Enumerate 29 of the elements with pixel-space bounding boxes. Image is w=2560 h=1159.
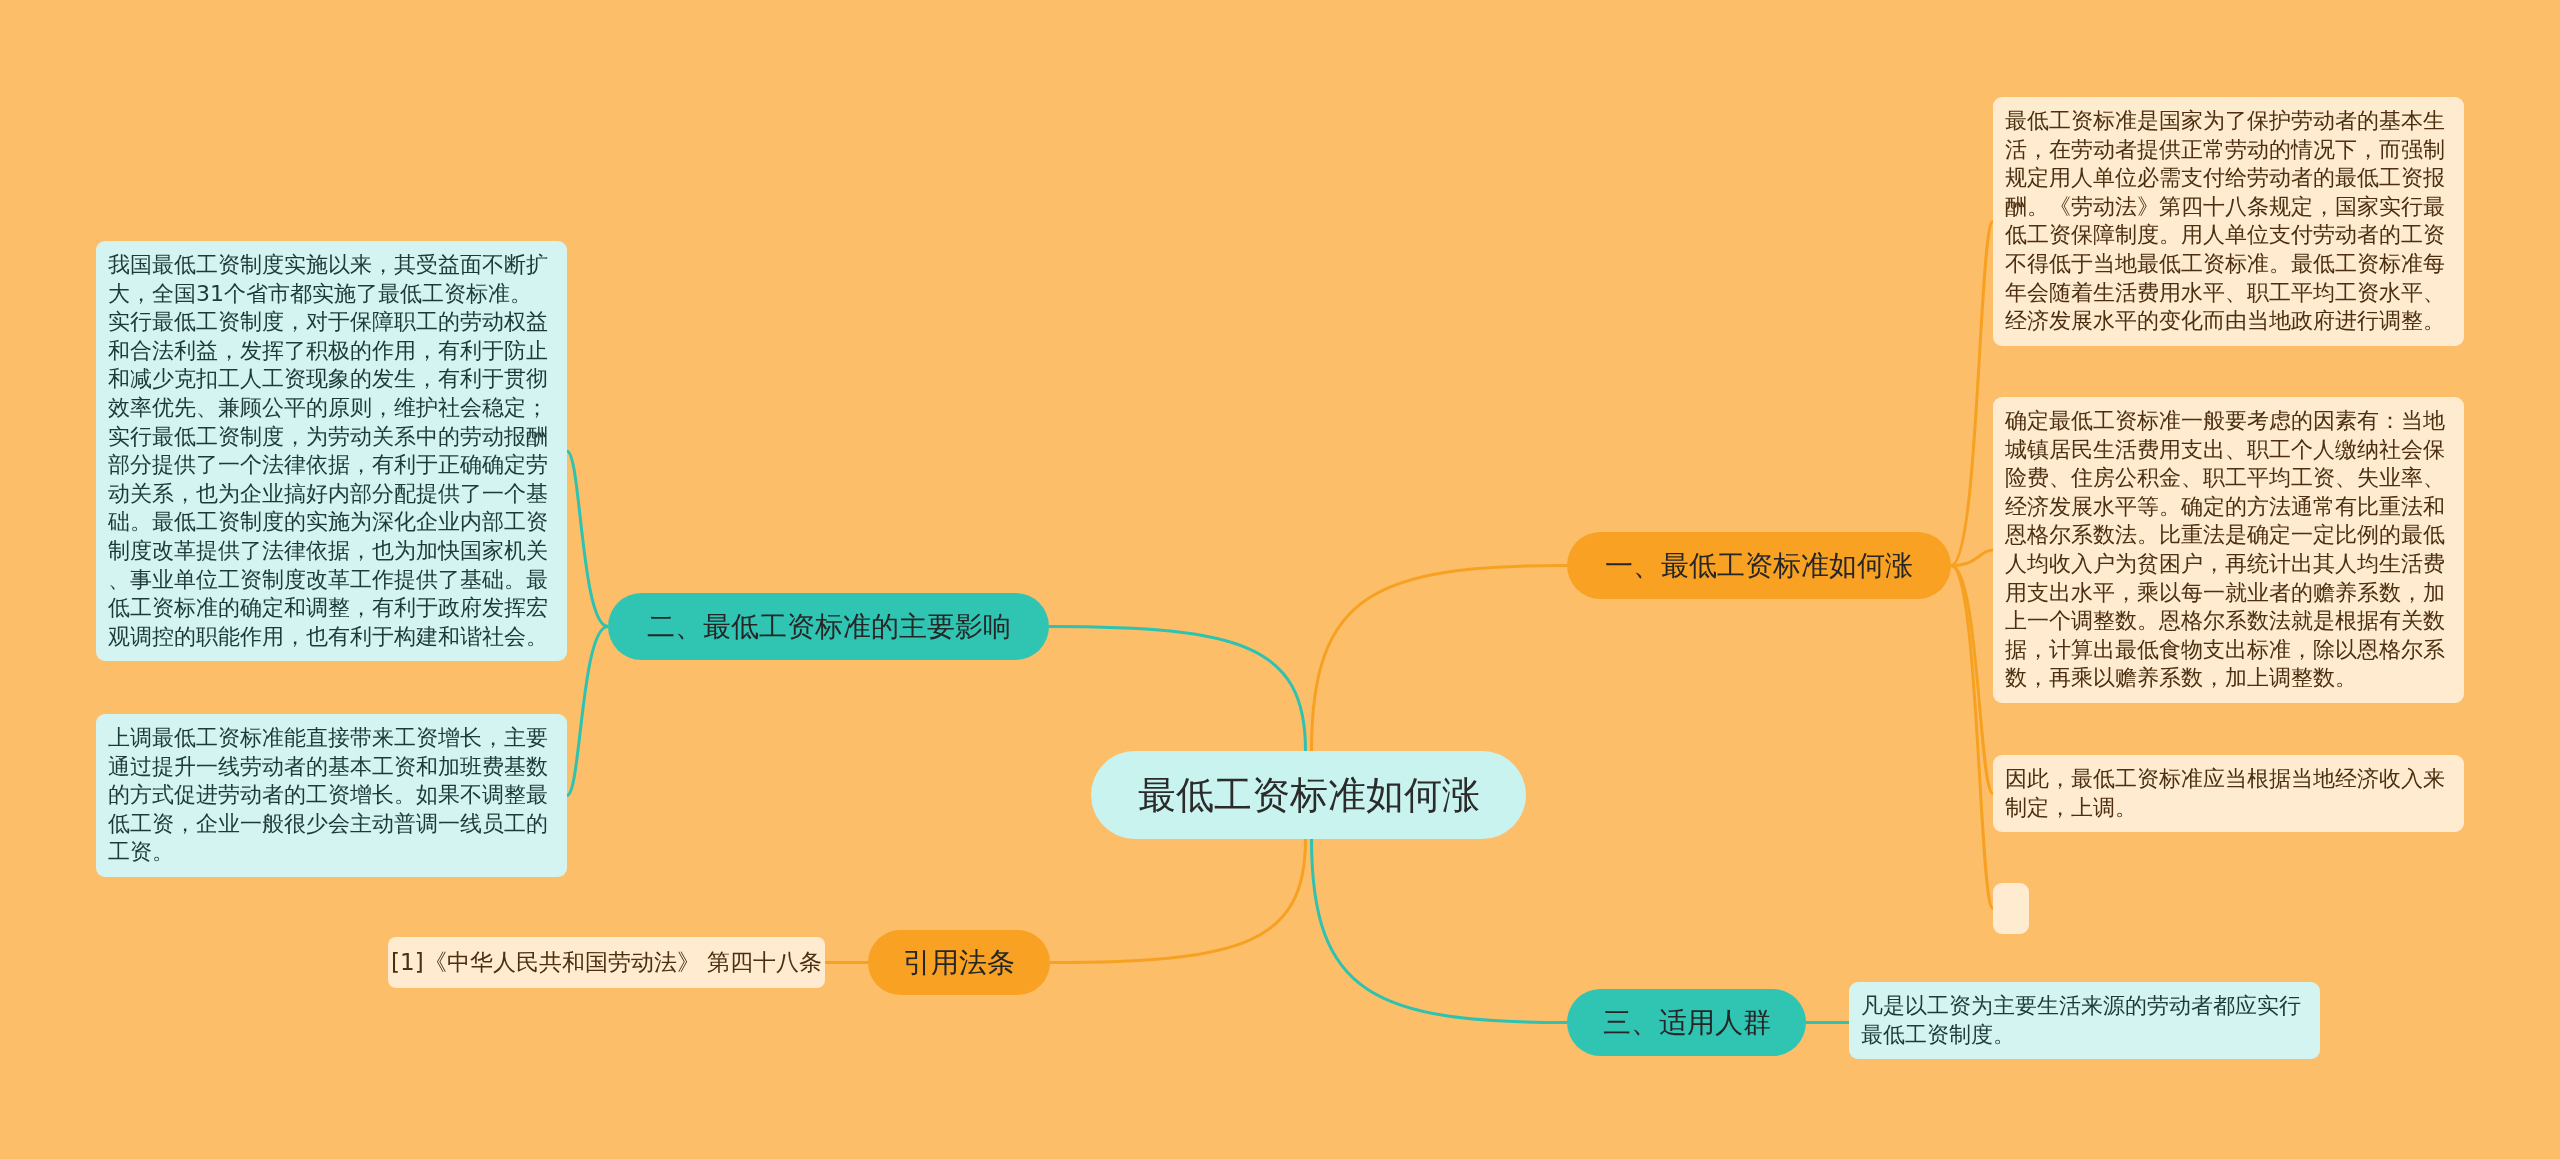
branch-title: 二、最低工资标准的主要影响 [646, 608, 1011, 645]
note-text: 实行最低工资制度，对于保障职工的劳动权益和合法利益，发挥了积极的作用，有利于防止和减少克扣工人工资现象的发生，有利于贯彻效率优先、兼顾公平的原则，维护社会稳定；实行最低工资制度，为劳动关系中的劳动报酬部分提供了一个法律依据，有利于正确确定劳动关系，也为企业搞好内部分配提供了一个基础。最低工资制度的实施为深化企业内部工资制度改革提供了法律依据，也为加快国家机关、事业单位工资制度改革工作提供了基础。最低工资标准的确定和调整，有利于政府发挥宏观调控的职能作用，也有利于构建和谐社会。 [108, 308, 549, 651]
citation-text: [1]《中华人民共和国劳动法》 第四十八条 [391, 948, 822, 977]
connector-line [1050, 838, 1307, 964]
connector-line [1310, 838, 1567, 1024]
connector-line [1949, 220, 1995, 567]
note-text: 我国最低工资制度实施以来，其受益面不断扩大，全国31个省市都实施了最低工资标准。 [108, 251, 549, 308]
topic-title: 最低工资标准如何涨 [1137, 771, 1480, 819]
connector-line [1310, 564, 1568, 752]
note-card [1849, 982, 2320, 1060]
note-card [96, 714, 567, 877]
citation-card [388, 937, 825, 988]
branch-title: 引用法条 [903, 944, 1015, 981]
note-text: 上调最低工资标准能直接带来工资增长，主要通过提升一线劳动者的基本工资和加班费基数的方式促进劳动者的工资增长。如果不调整最低工资，企业一般很少会主动普调一线员工的工资。 [108, 724, 549, 867]
note-text: 最低工资标准是国家为了保护劳动者的基本生活，在劳动者提供正常劳动的情况下，而强制规定用人单位必需支付给劳动者的最低工资报酬。《劳动法》第四十八条规定，国家实行最低工资保障制度。用人单位支付劳动者的工资不得低于当地最低工资标准。最低工资标准每年会随着生活费用水平、职工平均工资水平、经济发展水平的变化而由当地政府进行调整。 [2005, 107, 2446, 336]
connector-line [565, 450, 609, 628]
connector-line [825, 961, 868, 964]
note-text: 因此，最低工资标准应当根据当地经济收入来制定，上调。 [2005, 765, 2446, 822]
note-text: 凡是以工资为主要生活来源的劳动者都应实行最低工资制度。 [1861, 992, 2302, 1049]
connector-line [565, 625, 609, 797]
note-card [96, 241, 567, 662]
connector-line [1806, 1021, 1849, 1024]
note-text: 确定最低工资标准一般要考虑的因素有：当地城镇居民生活费用支出、职工个人缴纳社会保险费、住房公积金、职工平均工资、失业率、经济发展水平等。确定的方法通常有比重法和恩格尔系数法。比重法是确定一定比例的最低人均收入户为贫困户，再统计出其人均生活费用支出水平，乘以每一就业者的赡养系数，加上一个调整数。恩格尔系数法就是根据有关数据，计算出最低食物支出标准，除以恩格尔系数，再乘以赡养系数，加上调整数。 [2005, 407, 2446, 693]
empty-note-card [1993, 883, 2029, 934]
connector-line [1949, 564, 1995, 910]
branch-title: 一、最低工资标准如何涨 [1605, 547, 1913, 584]
note-card [1993, 755, 2464, 833]
branch-title: 三、适用人群 [1602, 1004, 1771, 1041]
connector-line [1049, 625, 1307, 752]
